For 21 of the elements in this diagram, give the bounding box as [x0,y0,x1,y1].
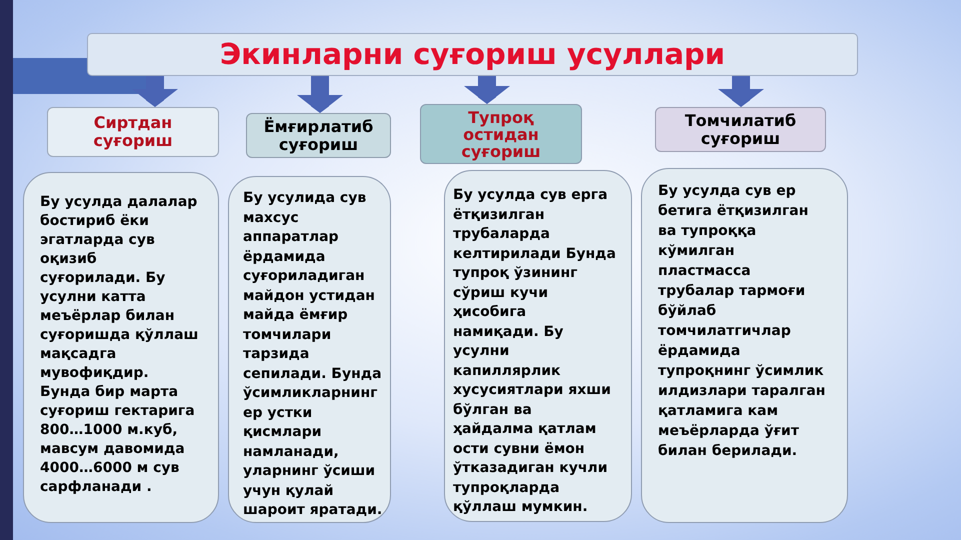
method-box [246,113,391,158]
title-banner [87,33,858,76]
description-text: Бу усулда сув ерга ётқизилган трубаларда келтирилади Бунда тупроқ ўзининг сўриш кучи ҳисобига намиқади. Бу усулни капиллярлик хусусиятлари яхши бўлган ва ҳайдалма қатлам ости сувни ёмон ўтказадиган кучли тупроқларда қўллаш мумкин. [453,186,616,517]
method-title: Ёмғирлатиб суғориш [262,118,374,154]
description-text: Бу усулида сув махсус аппаратлар ёрдамида суғориладиган майдон устидан майда ёмғир томчилари тарзида сепилади. Бунда ўсимликларнинг ер устки қисмлари намланади, уларнинг ўсиши учун қулай шароит яратади. [243,189,383,520]
method-title: Сиртдан суғориш [92,114,174,150]
description-text: Бу усулда сув ер бетига ётқизилган ва тупроққа кўмилган пластмасса трубалар тармоғи бўйлаб томчилатгичлар ёрдамида тупроқнинг ўсимлик илдизлари таралган қатламига кам меъёрларда ўғит билан берилади. [658,182,826,461]
description-text: Бу усулда далалар бостириб ёки эгатларда сув оқизиб суғорилади. Бу усулни катта меъёрлар билан суғоришда қўллаш мақсадга мувофиқдир. Бунда бир марта суғориш гектарига 800…1000 м.куб, мавсум давомида 4000…6000 м сув сарфланади . [40,193,200,497]
description-card [228,176,391,523]
method-box [420,104,582,164]
block-arrow [718,76,764,107]
block-arrow [132,76,178,107]
description-card [641,168,848,523]
method-box [655,107,826,152]
block-arrow [464,76,510,104]
method-title: Томчилатиб суғориш [684,112,798,148]
description-card [23,172,219,523]
method-title: Тупроқ остидан суғориш [460,108,542,160]
title-text: Экинларни суғориш усуллари [220,40,726,69]
description-card [444,170,632,522]
method-box [47,107,219,157]
